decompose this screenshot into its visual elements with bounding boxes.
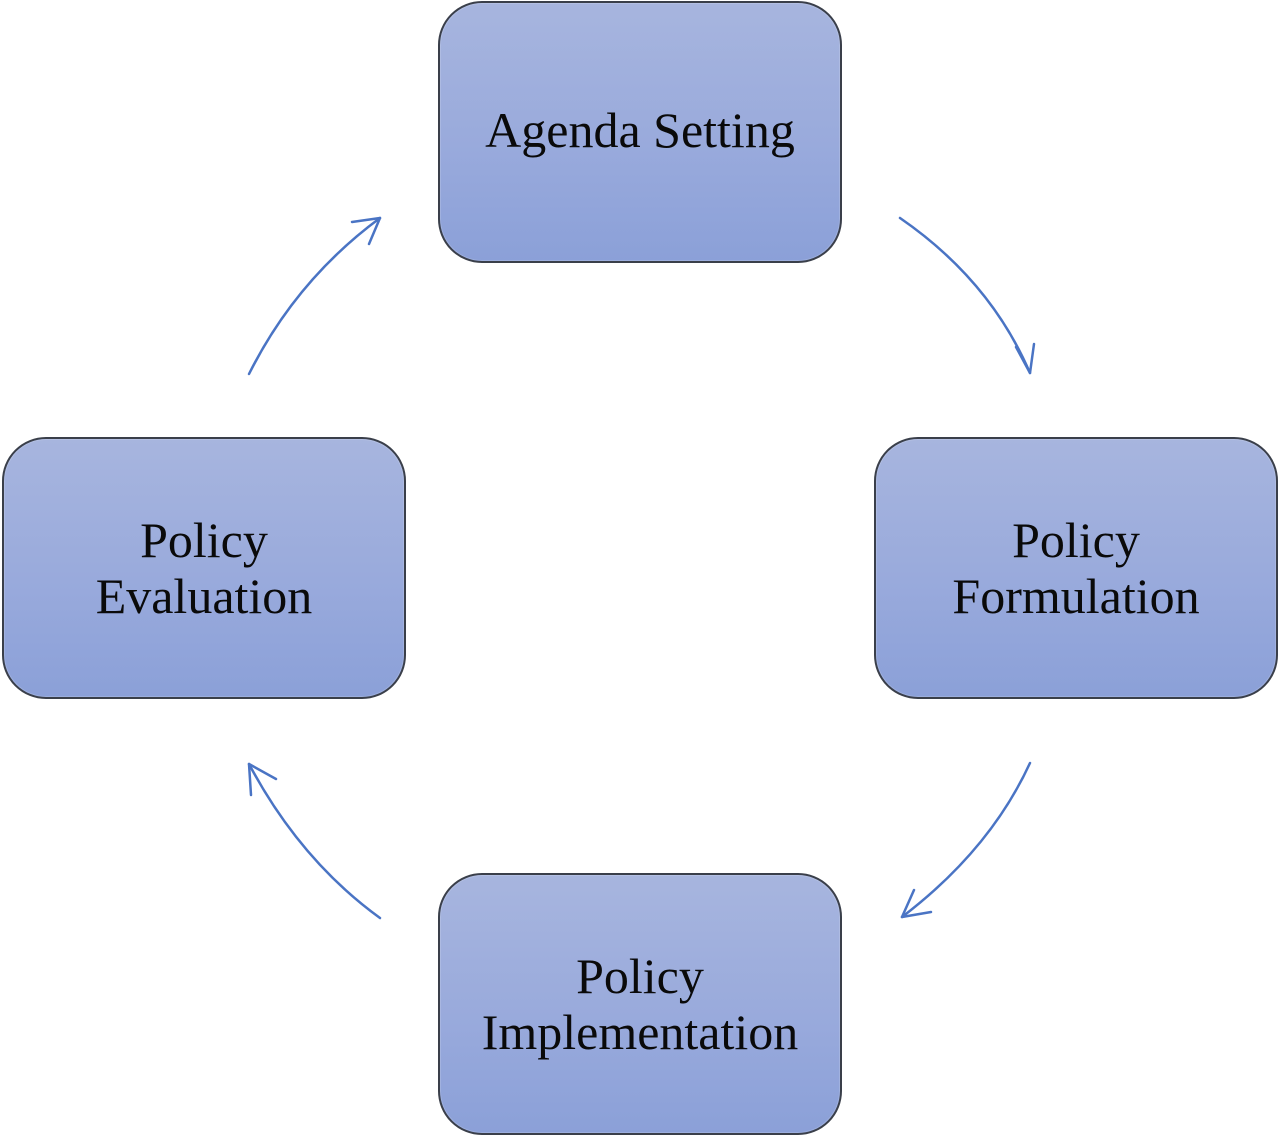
node-policy-formulation-label-line1: Policy <box>1012 512 1140 568</box>
arrow-evaluation-to-agenda <box>247 216 382 376</box>
node-policy-evaluation-label-line1: Policy <box>140 512 268 568</box>
node-agenda-setting-label: Agenda Setting <box>485 102 795 158</box>
node-policy-evaluation-label-line2: Evaluation <box>95 568 313 624</box>
node-agenda-setting: Agenda Setting <box>438 1 842 263</box>
node-policy-implementation-label-line1: Policy <box>576 948 704 1004</box>
node-policy-formulation: Policy Formulation <box>874 437 1278 699</box>
arrow-agenda-to-formulation <box>898 216 1036 375</box>
node-policy-implementation-label-line2: Implementation <box>481 1004 799 1060</box>
arrow-formulation-to-implementation <box>900 761 1032 919</box>
node-policy-formulation-label-line2: Formulation <box>952 568 1200 624</box>
node-policy-evaluation: Policy Evaluation <box>2 437 406 699</box>
arrow-implementation-to-evaluation <box>247 762 382 920</box>
node-policy-implementation: Policy Implementation <box>438 873 842 1135</box>
